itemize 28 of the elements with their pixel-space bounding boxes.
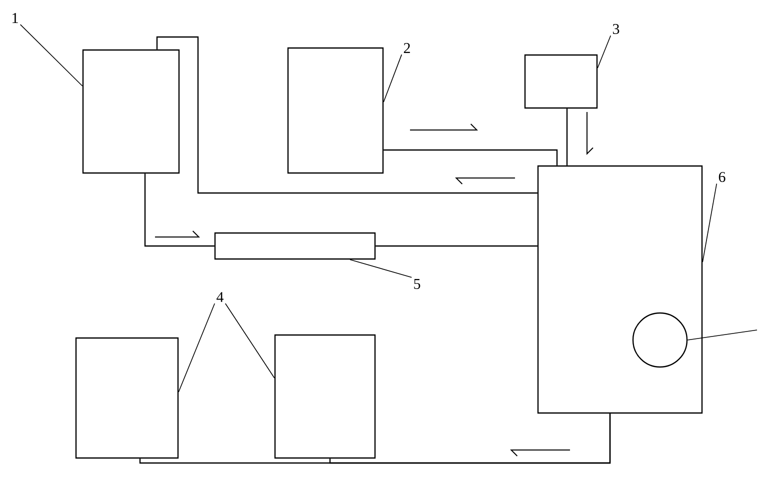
pipe-line: [329, 414, 611, 464]
leader-line: [178, 303, 216, 392]
tank-box: [274, 334, 376, 459]
tank-box: [537, 165, 703, 414]
leader-line: [350, 259, 412, 278]
pipe-line: [156, 36, 538, 194]
leader-line: [702, 183, 718, 262]
callout-number: 4: [216, 292, 224, 302]
tank-box: [287, 47, 384, 174]
callout-number: 3: [612, 24, 620, 34]
tank-box: [524, 54, 598, 109]
callout-number: 2: [404, 43, 410, 53]
pipe-box: [214, 232, 376, 260]
circle-symbol: [632, 312, 688, 368]
leader-line: [687, 330, 758, 340]
callout-number: 5: [414, 279, 420, 289]
pipe-line: [144, 174, 214, 247]
leader-line: [383, 54, 402, 102]
tank-box: [82, 49, 180, 174]
leader-line: [20, 24, 83, 86]
leader-line: [597, 35, 612, 68]
callout-number: 1: [12, 13, 18, 23]
callout-number: 6: [718, 172, 726, 182]
pipe-line: [376, 245, 538, 247]
pipe-line: [384, 149, 558, 166]
tank-box: [75, 337, 179, 459]
leader-line: [224, 303, 275, 378]
pipe-line: [566, 108, 568, 166]
